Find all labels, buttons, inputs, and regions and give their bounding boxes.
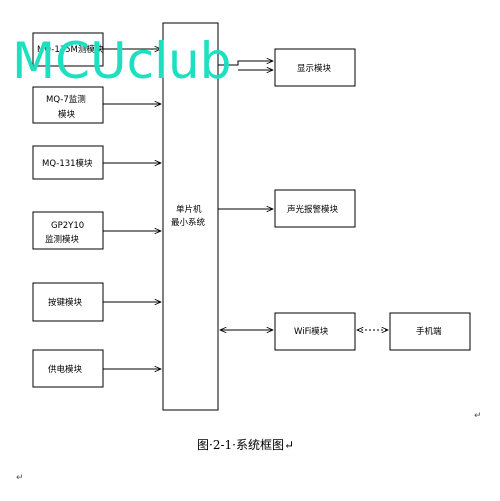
power-label: 供电模块 — [48, 364, 83, 375]
gp2y10-label-line2: 监测模块 — [45, 234, 80, 245]
output-module-alarm: 声光报警模块 — [274, 189, 356, 228]
display-label: 显示模块 — [297, 63, 332, 74]
input-arrows — [103, 49, 161, 369]
mq131-label: MQ-131模块 — [42, 158, 93, 169]
mq7-label-line2: 模块 — [58, 109, 76, 120]
input-module-gp2y10: GP2Y10 监测模块 — [32, 211, 104, 250]
mq7-label-line1: MQ-7监测 — [46, 94, 86, 105]
keys-label: 按键模块 — [48, 297, 83, 308]
mcu-box — [162, 22, 219, 411]
wifi-label: WiFi模块 — [294, 326, 329, 337]
input-module-mq135: MQ-135M测模块 — [32, 32, 104, 67]
input-module-keys: 按键模块 — [32, 282, 104, 322]
output-module-phone: 手机端 — [389, 312, 471, 351]
output-module-display: 显示模块 — [274, 48, 356, 87]
output-arrows — [218, 61, 388, 330]
paragraph-mark-left: ↵ — [16, 473, 24, 483]
input-module-mq7: MQ-7监测 模块 — [32, 86, 104, 124]
arrow-mcu-to-display — [218, 61, 273, 66]
mcu-label-line2: 最小系统 — [171, 217, 206, 228]
paragraph-mark-right: ↵ — [474, 411, 482, 421]
output-module-wifi: WiFi模块 — [274, 312, 356, 351]
mcu-block: 单片机 最小系统 — [162, 22, 219, 411]
watermark-text: MCUclub — [12, 32, 231, 90]
gp2y10-label-line1: GP2Y10 — [51, 221, 84, 231]
input-module-power: 供电模块 — [32, 349, 104, 388]
phone-label: 手机端 — [416, 326, 442, 337]
input-module-mq131: MQ-131模块 — [32, 145, 104, 180]
alarm-label: 声光报警模块 — [287, 204, 339, 215]
figure-caption: 图·2-1·系统框图↵ — [197, 438, 294, 452]
mq135-label: MQ-135M测模块 — [37, 44, 104, 55]
mcu-label-line1: 单片机 — [176, 204, 202, 215]
